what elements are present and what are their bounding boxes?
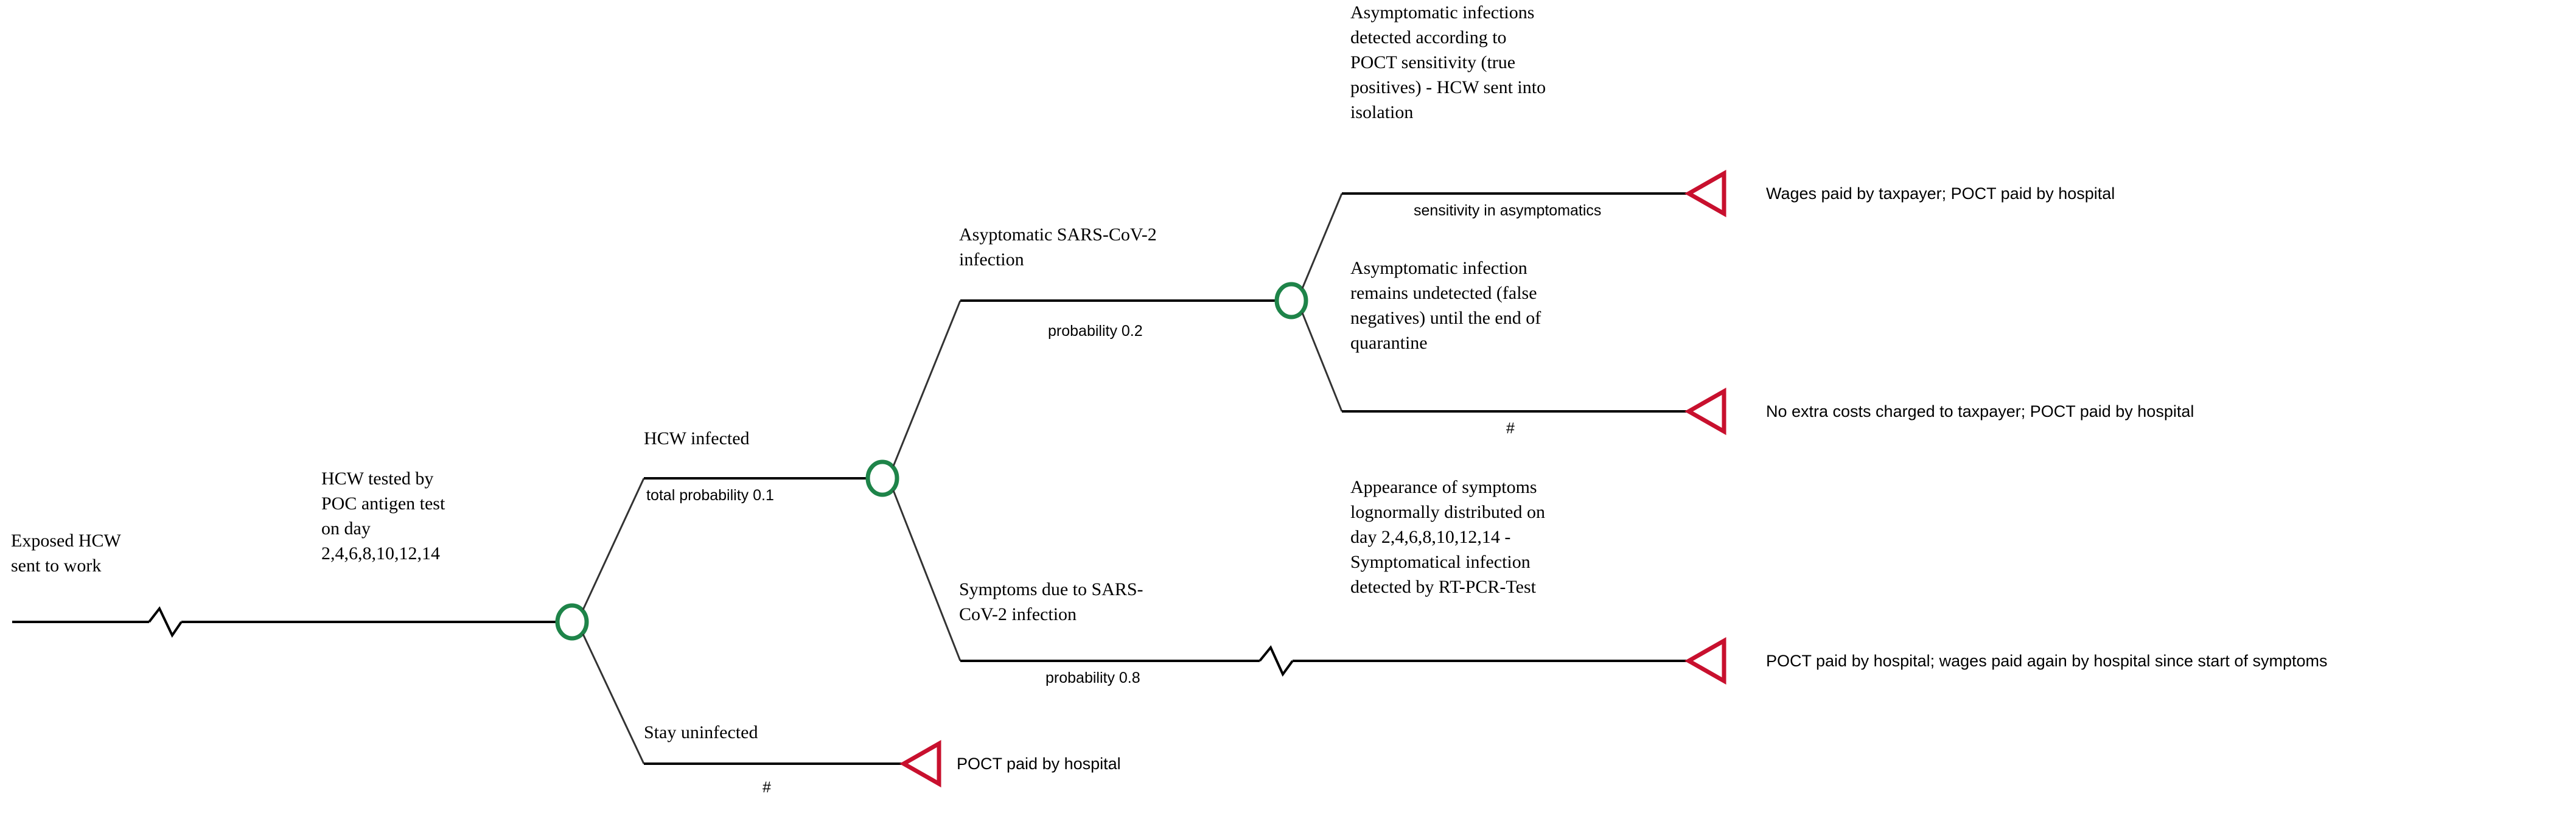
terminal-node-uninfected[interactable]	[899, 739, 941, 788]
leaf-label-symptomatic-detected: Appearance of symptoms lognormally distr…	[1350, 477, 1545, 597]
node-label-hcw-infected: HCW infected	[644, 428, 750, 448]
root-fork-edges	[582, 477, 904, 765]
terminal-node-true-positive[interactable]	[1684, 169, 1726, 218]
root-branch	[12, 606, 556, 638]
leaf-label-true-positive: Asymptomatic infections detected accordi…	[1350, 2, 1546, 122]
prob-label-stay-uninfected: #	[763, 779, 771, 796]
prob-label-false-negative: #	[1506, 420, 1515, 437]
infected-fork-edges	[892, 299, 1689, 677]
prob-label-hcw-infected: total probability 0.1	[646, 487, 774, 504]
terminal-node-symptomatic-detected[interactable]	[1684, 637, 1726, 685]
node-label-stay-uninfected: Stay uninfected	[644, 722, 758, 742]
leaf-label-false-negative: Asymptomatic infection remains undetecte…	[1350, 258, 1541, 353]
prob-label-symptoms: probability 0.8	[1045, 669, 1140, 686]
chance-node-hcw-infected[interactable]	[865, 459, 899, 497]
prob-label-true-positive: sensitivity in asymptomatics	[1414, 202, 1602, 219]
node-label-symptoms: Symptoms due to SARS- CoV-2 infection	[959, 579, 1143, 624]
node-label-poct-test: HCW tested by POC antigen test on day 2,…	[321, 469, 445, 564]
root-label: Exposed HCW sent to work	[11, 531, 121, 576]
node-label-asymptomatic: Asyptomatic SARS-CoV-2 infection	[959, 225, 1157, 270]
payoff-label-false-negative: No extra costs charged to taxpayer; POCT…	[1766, 402, 2194, 420]
payoff-label-true-positive: Wages paid by taxpayer; POCT paid by hos…	[1766, 184, 2115, 203]
asymptomatic-fork-edges	[1301, 192, 1689, 413]
terminal-node-false-negative[interactable]	[1684, 387, 1726, 436]
chance-node-root[interactable]	[555, 603, 589, 641]
prob-label-asymptomatic: probability 0.2	[1048, 323, 1143, 340]
payoff-label-symptomatic-detected: POCT paid by hospital; wages paid again …	[1766, 652, 2328, 670]
payoff-label-uninfected: POCT paid by hospital	[957, 755, 1121, 773]
chance-node-asymptomatic[interactable]	[1274, 282, 1308, 319]
